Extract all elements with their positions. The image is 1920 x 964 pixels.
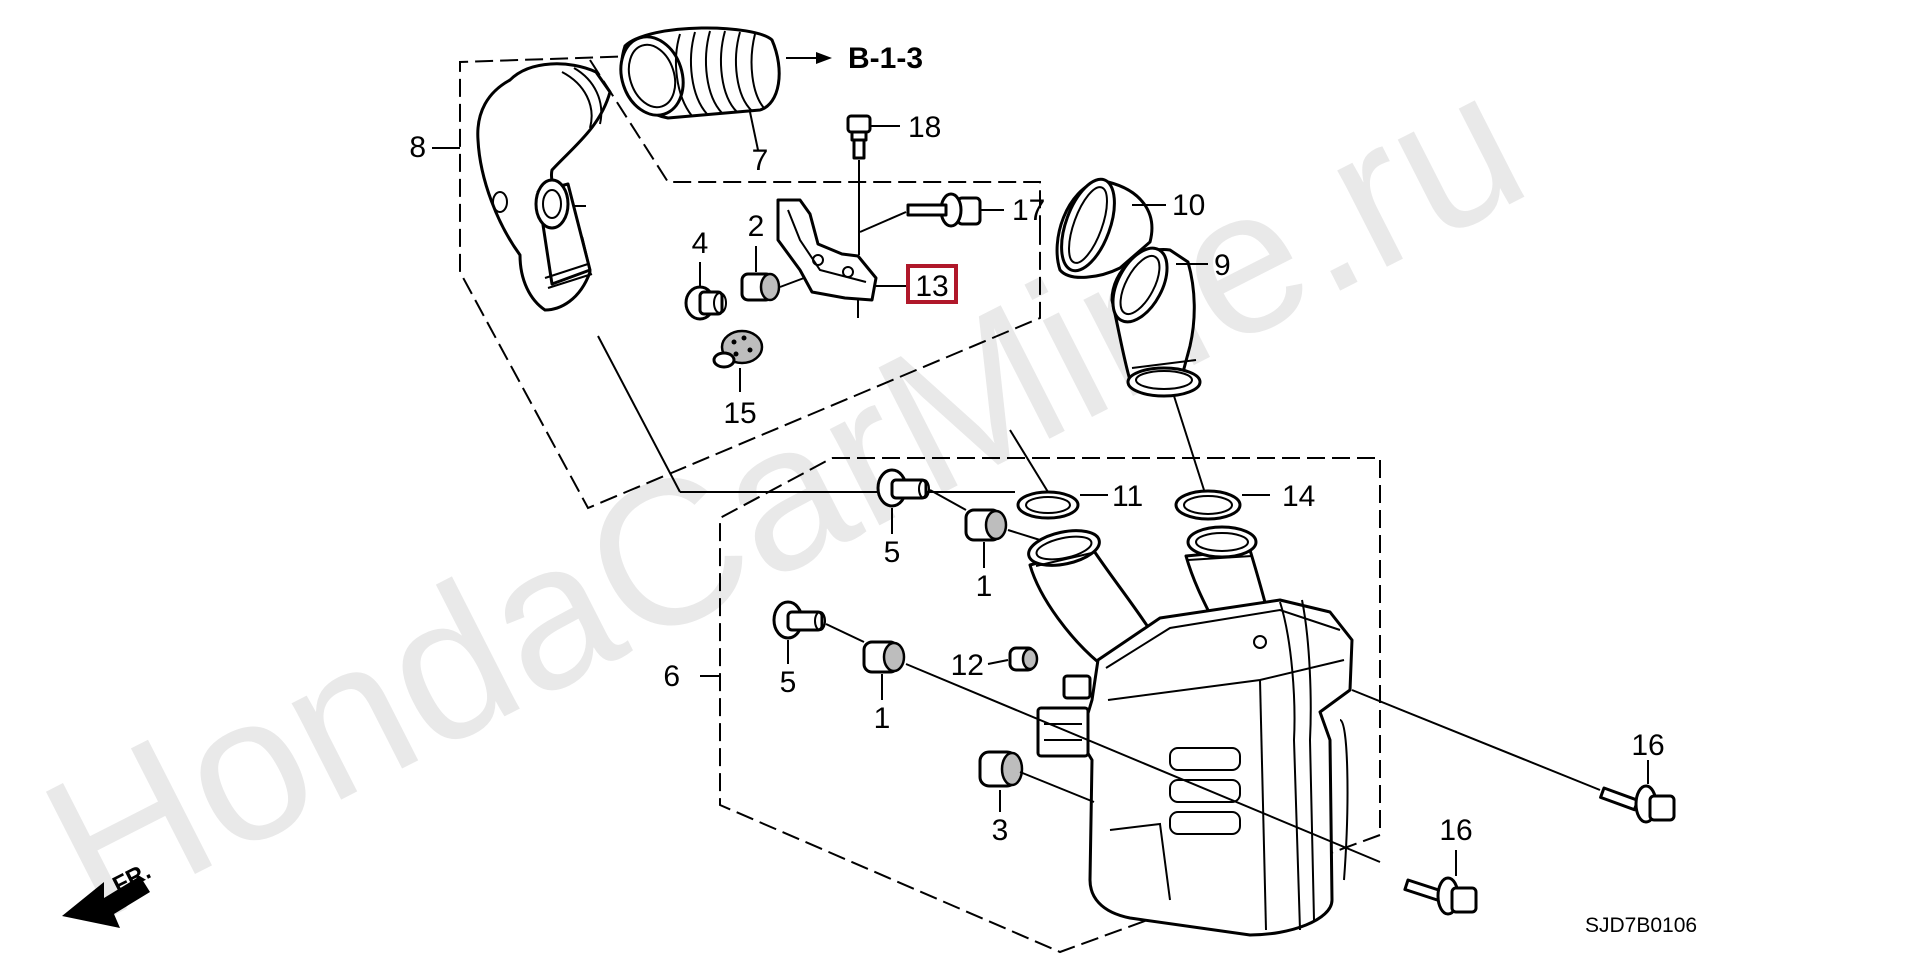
part-11-o-ring[interactable]	[1009, 429, 1108, 520]
callout-12[interactable]: 12	[951, 649, 984, 682]
callout-5-upper[interactable]: 5	[884, 536, 901, 569]
part-16-bolt-lower[interactable]	[1403, 850, 1478, 916]
callout-7[interactable]: 7	[752, 144, 769, 177]
part-2-bushing[interactable]	[740, 246, 805, 302]
part-7-hose[interactable]	[611, 26, 781, 151]
part-5-collar-lower[interactable]	[772, 600, 865, 664]
upper-assembly-outline	[459, 54, 1041, 510]
callout-1-lower[interactable]: 1	[874, 702, 891, 735]
lower-assembly-outline	[719, 457, 1381, 954]
part-3-bushing[interactable]	[978, 750, 1095, 812]
callout-16-lower[interactable]: 16	[1439, 814, 1472, 847]
reference-label[interactable]: B-1-3	[848, 42, 923, 75]
part-9-intake-tube[interactable]	[1102, 239, 1208, 398]
callout-8[interactable]: 8	[409, 131, 426, 164]
part-4-collar[interactable]	[684, 262, 727, 321]
callout-14[interactable]: 14	[1282, 480, 1315, 513]
callout-13[interactable]: 13	[915, 270, 948, 303]
callout-15[interactable]: 15	[723, 397, 756, 430]
callout-3[interactable]: 3	[992, 814, 1009, 847]
reference-arrow[interactable]: B-1-3	[786, 42, 923, 75]
part-14-o-ring[interactable]	[1173, 395, 1270, 521]
callouts: 8 7 18 4 2 17 13 15 10 9 11 14 5 1 5 1 1…	[409, 111, 1697, 937]
callout-1-upper[interactable]: 1	[976, 570, 993, 603]
callout-5-lower[interactable]: 5	[780, 666, 797, 699]
part-8-air-duct[interactable]	[476, 62, 612, 312]
part-10-seal-ring[interactable]	[1051, 172, 1166, 279]
part-12-grommet[interactable]	[987, 646, 1039, 672]
part-15-clip[interactable]	[712, 329, 764, 392]
part-16-bolt-right[interactable]	[1351, 689, 1676, 824]
callout-16-right[interactable]: 16	[1631, 729, 1664, 762]
callout-18[interactable]: 18	[908, 111, 941, 144]
callout-2[interactable]: 2	[748, 210, 765, 243]
callout-10[interactable]: 10	[1172, 189, 1205, 222]
callout-4[interactable]: 4	[692, 227, 709, 260]
part-5-collar-upper[interactable]	[876, 468, 967, 534]
callout-17[interactable]: 17	[1012, 194, 1045, 227]
callout-6[interactable]: 6	[663, 660, 680, 693]
upper-leader-lines	[597, 335, 1015, 493]
part-17-bolt[interactable]	[859, 192, 1004, 233]
part-18-bolt[interactable]	[846, 114, 900, 255]
callout-11[interactable]: 11	[1112, 480, 1143, 513]
part-1-bushing-upper[interactable]	[964, 508, 1041, 568]
front-arrow-icon	[62, 876, 150, 928]
highlight-box-13	[906, 264, 958, 304]
callout-9[interactable]: 9	[1214, 249, 1231, 282]
diagram-code: SJD7B0106	[1585, 914, 1697, 937]
part-1-bushing-lower[interactable]	[862, 640, 1381, 863]
part-13-bracket[interactable]	[776, 198, 906, 318]
part-6-resonator[interactable]	[700, 525, 1354, 937]
